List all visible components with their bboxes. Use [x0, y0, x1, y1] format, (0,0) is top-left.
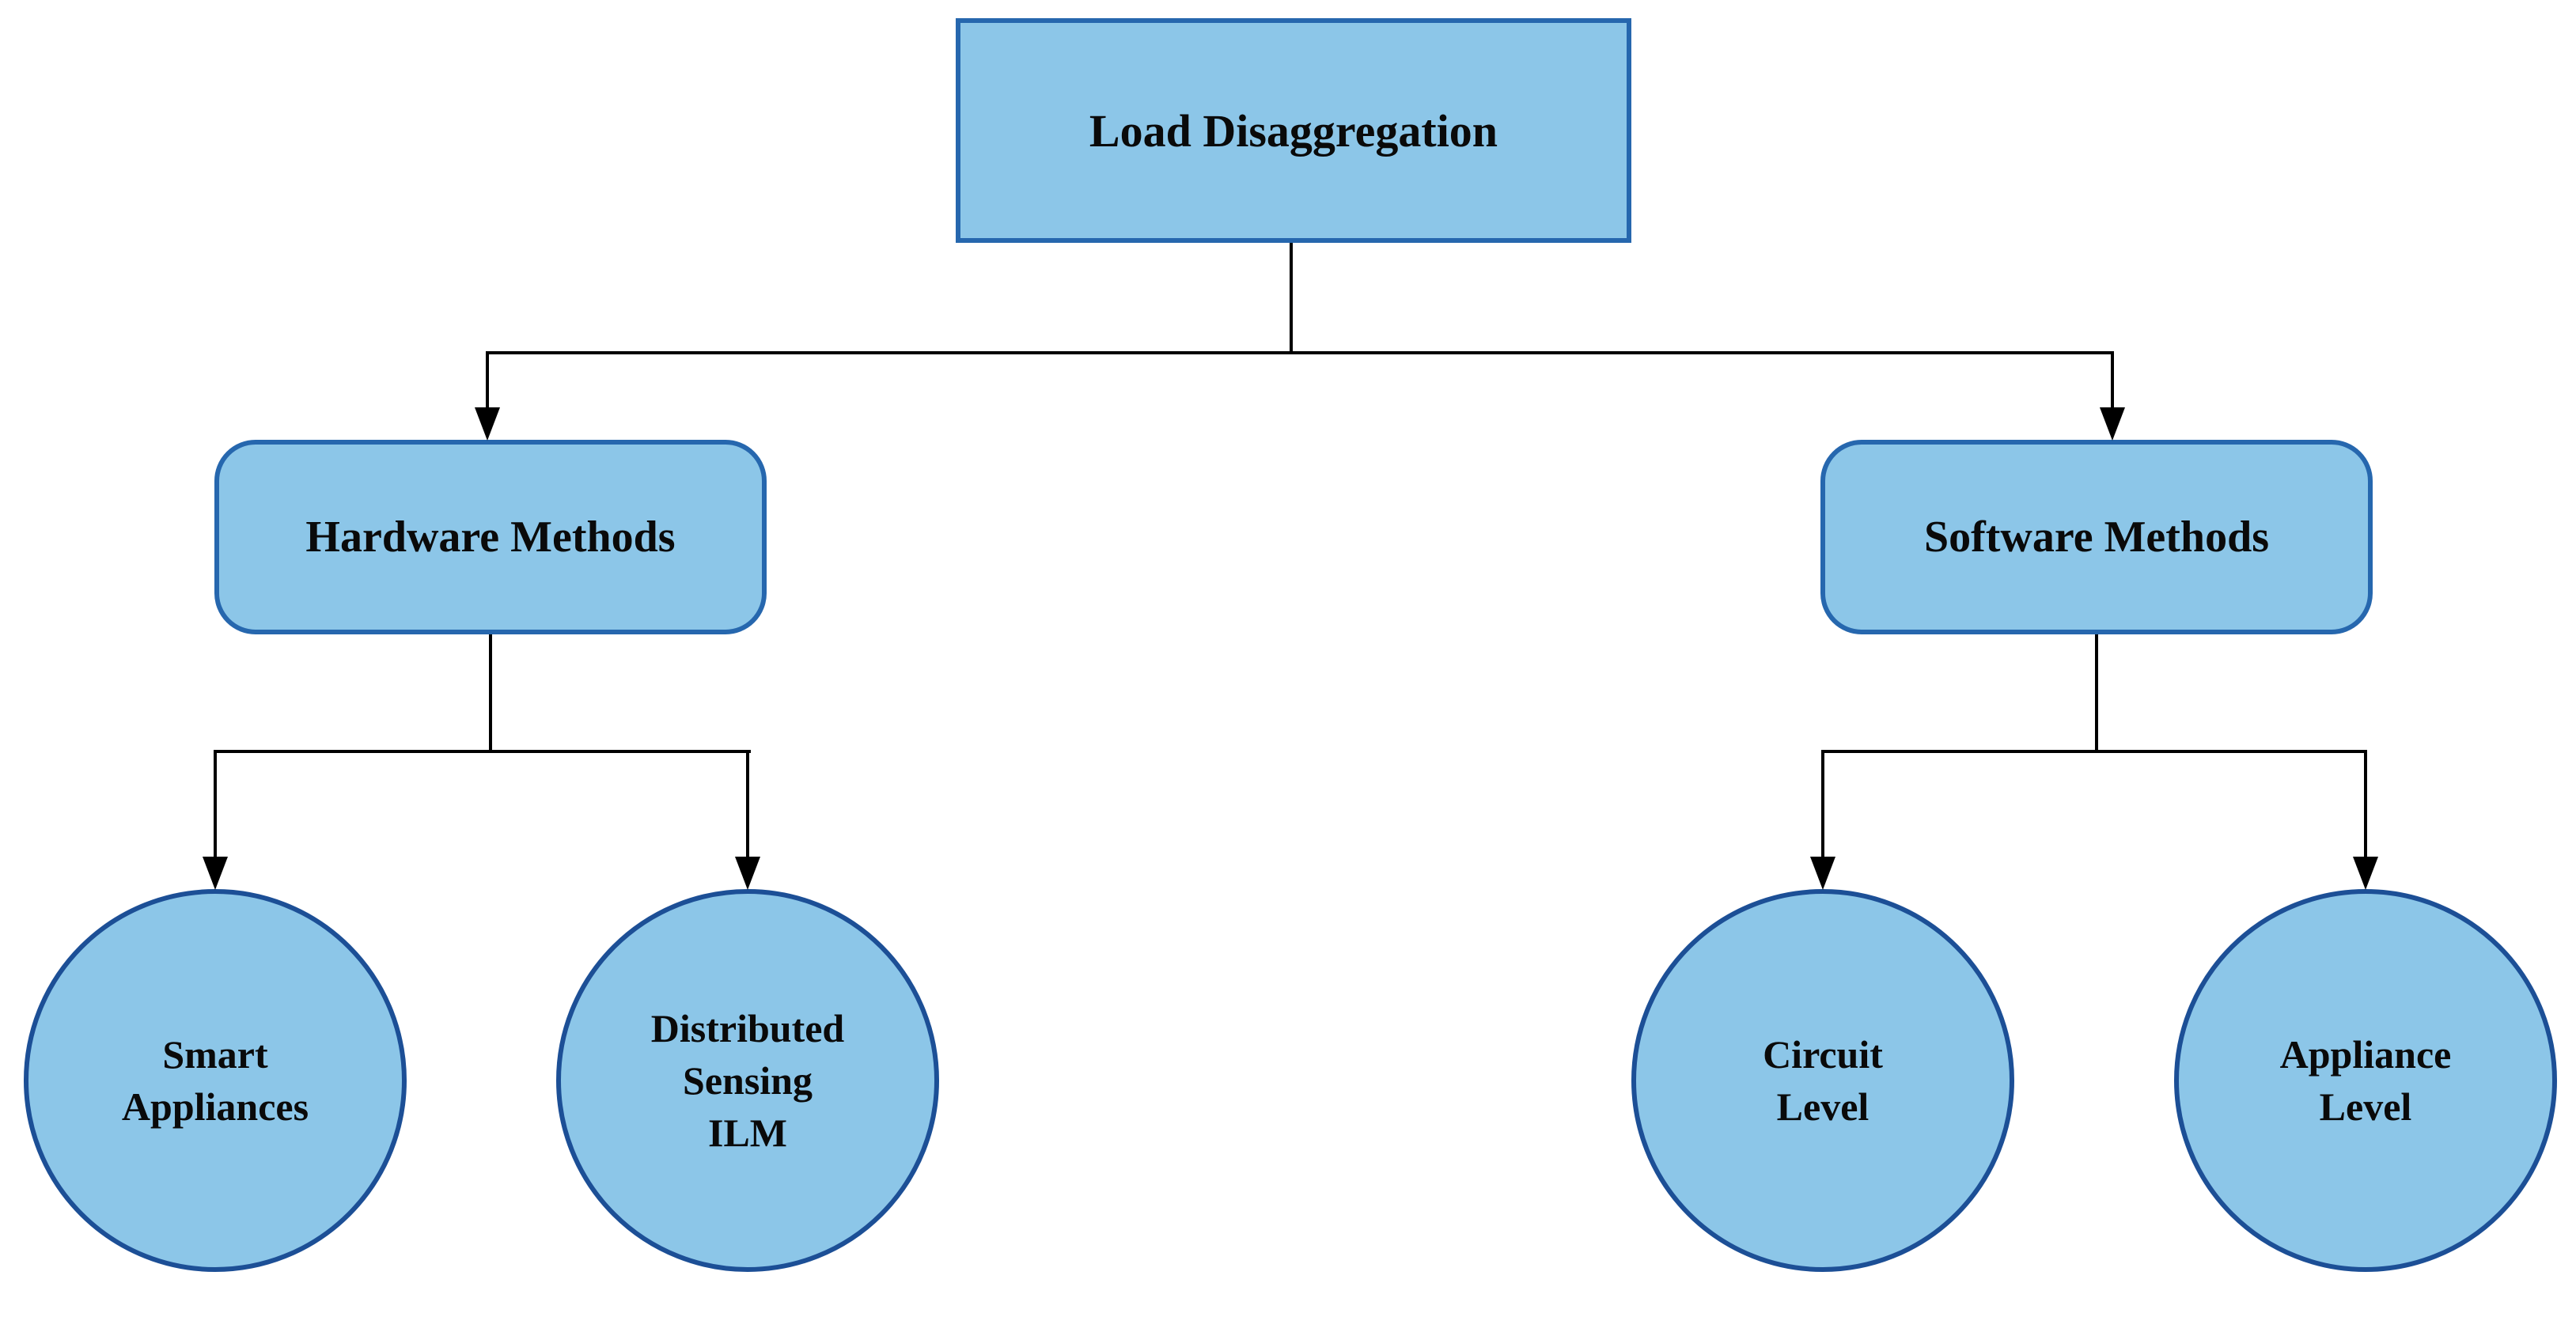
- connector-hardware-stem: [489, 634, 492, 753]
- node-circuit-level-label-line1: Circuit: [1763, 1032, 1883, 1077]
- node-appliance-level: Appliance Level: [2174, 889, 2557, 1272]
- connector-software-stem: [2095, 634, 2098, 753]
- connector-software-crossbar: [1821, 750, 2367, 753]
- node-hardware-methods: Hardware Methods: [214, 440, 767, 634]
- connector-hardware-crossbar: [214, 750, 751, 753]
- node-appliance-level-label-line1: Appliance: [2279, 1032, 2452, 1077]
- node-load-disaggregation-label: Load Disaggregation: [1089, 104, 1498, 157]
- connector-drop-appliance-level: [2364, 750, 2367, 859]
- node-appliance-level-label-line2: Level: [2319, 1084, 2412, 1129]
- arrow-down-icon-software: [2100, 407, 2125, 441]
- connector-drop-software: [2111, 351, 2114, 410]
- connector-drop-smart-appliances: [214, 750, 217, 859]
- node-distributed-sensing-ilm-label-line2: Sensing: [683, 1058, 813, 1103]
- arrow-down-icon-appliance-level: [2353, 857, 2378, 890]
- arrow-down-icon-distributed-sensing: [735, 857, 760, 890]
- arrow-down-icon-hardware: [475, 407, 500, 441]
- node-software-methods-label: Software Methods: [1923, 513, 2270, 562]
- node-distributed-sensing-ilm-label-line3: ILM: [708, 1111, 787, 1155]
- node-hardware-methods-label: Hardware Methods: [305, 513, 676, 562]
- node-distributed-sensing-ilm: Distributed Sensing ILM: [556, 889, 939, 1272]
- connector-drop-distributed-sensing: [746, 750, 749, 859]
- arrow-down-icon-smart-appliances: [203, 857, 228, 890]
- node-smart-appliances: Smart Appliances: [24, 889, 407, 1272]
- connector-root-crossbar: [486, 351, 2114, 354]
- node-distributed-sensing-ilm-label-line1: Distributed: [650, 1006, 845, 1050]
- node-load-disaggregation: Load Disaggregation: [956, 18, 1631, 243]
- node-smart-appliances-label-line1: Smart: [162, 1032, 268, 1077]
- node-software-methods: Software Methods: [1820, 440, 2373, 634]
- arrow-down-icon-circuit-level: [1810, 857, 1835, 890]
- connector-drop-hardware: [486, 351, 489, 410]
- node-circuit-level: Circuit Level: [1631, 889, 2014, 1272]
- node-circuit-level-label-line2: Level: [1776, 1084, 1869, 1129]
- node-smart-appliances-label-line2: Appliances: [121, 1084, 309, 1129]
- connector-drop-circuit-level: [1821, 750, 1824, 859]
- connector-root-stem: [1290, 243, 1293, 354]
